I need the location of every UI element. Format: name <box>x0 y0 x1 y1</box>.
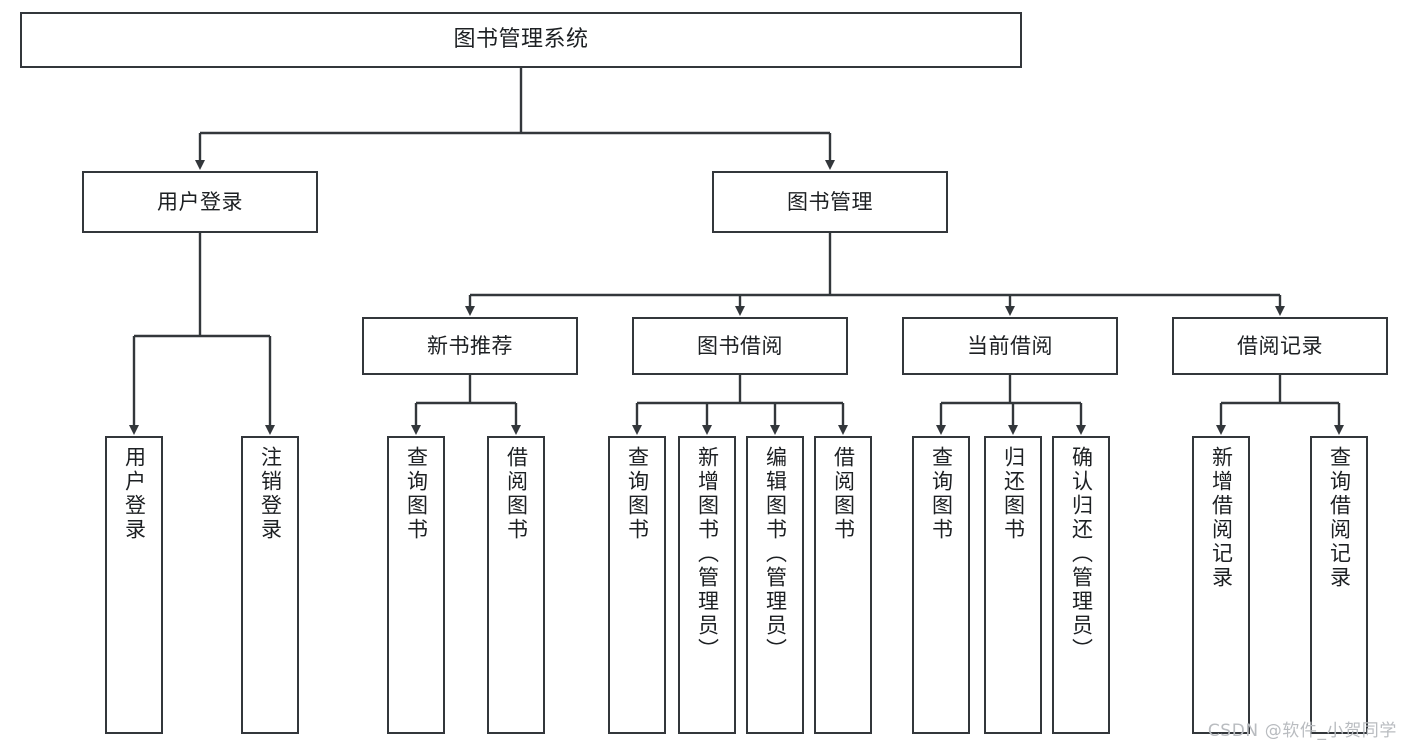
node-user-login[interactable]: 用户登录 <box>82 171 318 233</box>
node-label: 编辑图书（管理员） <box>763 446 788 662</box>
node-label: 注销登录 <box>258 446 283 542</box>
node-book-borrow[interactable]: 图书借阅 <box>632 317 848 375</box>
node-borrow-record[interactable]: 借阅记录 <box>1172 317 1388 375</box>
watermark: CSDN @软件_小贺同学 <box>1207 721 1397 741</box>
node-leaf-user-logout[interactable]: 注销登录 <box>241 436 299 734</box>
node-label: 借阅图书 <box>831 446 856 542</box>
node-label: 查询图书 <box>404 446 429 542</box>
node-new-book-rec[interactable]: 新书推荐 <box>362 317 578 375</box>
node-leaf-confirm-return[interactable]: 确认归还（管理员） <box>1052 436 1110 734</box>
node-label: 查询借阅记录 <box>1327 446 1352 590</box>
node-label: 新增借阅记录 <box>1209 446 1234 590</box>
node-leaf-borrow-book-1[interactable]: 借阅图书 <box>487 436 545 734</box>
node-label: 确认归还（管理员） <box>1069 446 1094 662</box>
node-label: 新书推荐 <box>427 333 513 358</box>
node-leaf-borrow-book-2[interactable]: 借阅图书 <box>814 436 872 734</box>
node-book-manage[interactable]: 图书管理 <box>712 171 948 233</box>
node-label: 归还图书 <box>1001 446 1026 542</box>
node-label: 借阅记录 <box>1237 333 1323 358</box>
node-label: 用户登录 <box>122 446 147 542</box>
node-label: 查询图书 <box>929 446 954 542</box>
node-current-borrow[interactable]: 当前借阅 <box>902 317 1118 375</box>
node-label: 查询图书 <box>625 446 650 542</box>
node-leaf-query-record[interactable]: 查询借阅记录 <box>1310 436 1368 734</box>
node-label: 图书管理 <box>787 189 873 214</box>
node-label: 借阅图书 <box>504 446 529 542</box>
node-label: 用户登录 <box>157 189 243 214</box>
node-leaf-edit-book[interactable]: 编辑图书（管理员） <box>746 436 804 734</box>
node-leaf-query-book-2[interactable]: 查询图书 <box>608 436 666 734</box>
node-leaf-add-record[interactable]: 新增借阅记录 <box>1192 436 1250 734</box>
node-leaf-query-book-1[interactable]: 查询图书 <box>387 436 445 734</box>
node-label: 图书管理系统 <box>453 27 589 53</box>
node-root[interactable]: 图书管理系统 <box>20 12 1022 68</box>
node-leaf-user-login[interactable]: 用户登录 <box>105 436 163 734</box>
node-leaf-query-book-3[interactable]: 查询图书 <box>912 436 970 734</box>
node-label: 当前借阅 <box>967 333 1053 358</box>
node-label: 图书借阅 <box>697 333 783 358</box>
node-label: 新增图书（管理员） <box>695 446 720 662</box>
node-leaf-add-book[interactable]: 新增图书（管理员） <box>678 436 736 734</box>
node-leaf-return-book[interactable]: 归还图书 <box>984 436 1042 734</box>
